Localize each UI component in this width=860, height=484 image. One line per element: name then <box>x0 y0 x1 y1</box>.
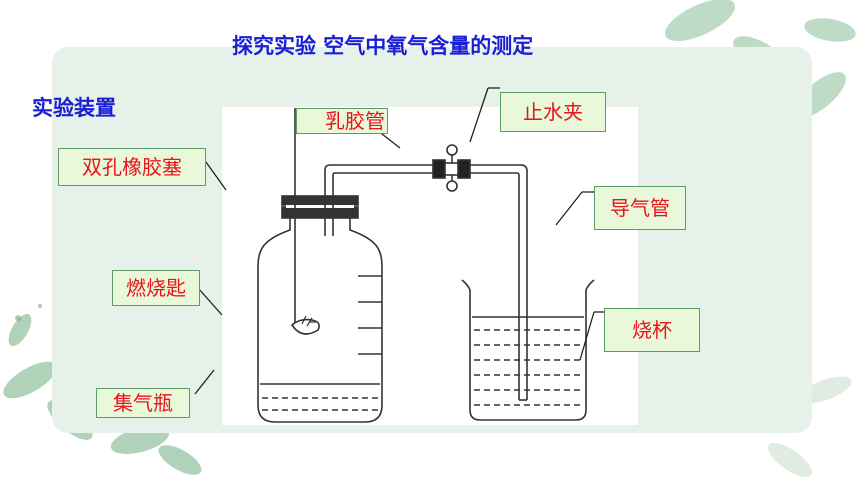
label-bottle: 集气瓶 <box>96 388 190 418</box>
spoon-bowl <box>290 318 320 335</box>
apparatus-background <box>222 107 638 425</box>
label-tube: 导气管 <box>594 186 686 230</box>
label-spoon: 燃烧匙 <box>112 270 200 306</box>
leader-lines <box>194 87 604 395</box>
page-title: 探究实验 空气中氧气含量的测定 <box>232 34 534 58</box>
bottle-shape <box>257 218 383 423</box>
label-clamp: 止水夹 <box>500 92 606 132</box>
delivery-tube <box>324 164 440 236</box>
clamp-shape <box>432 144 471 192</box>
stopper-shape <box>281 195 359 219</box>
label-stopper: 双孔橡胶塞 <box>58 148 206 186</box>
label-rubber-tube: 乳胶管 <box>296 108 388 134</box>
label-beaker: 烧杯 <box>604 308 700 352</box>
beaker-shape <box>461 279 595 421</box>
section-heading: 实验装置 <box>32 96 116 120</box>
